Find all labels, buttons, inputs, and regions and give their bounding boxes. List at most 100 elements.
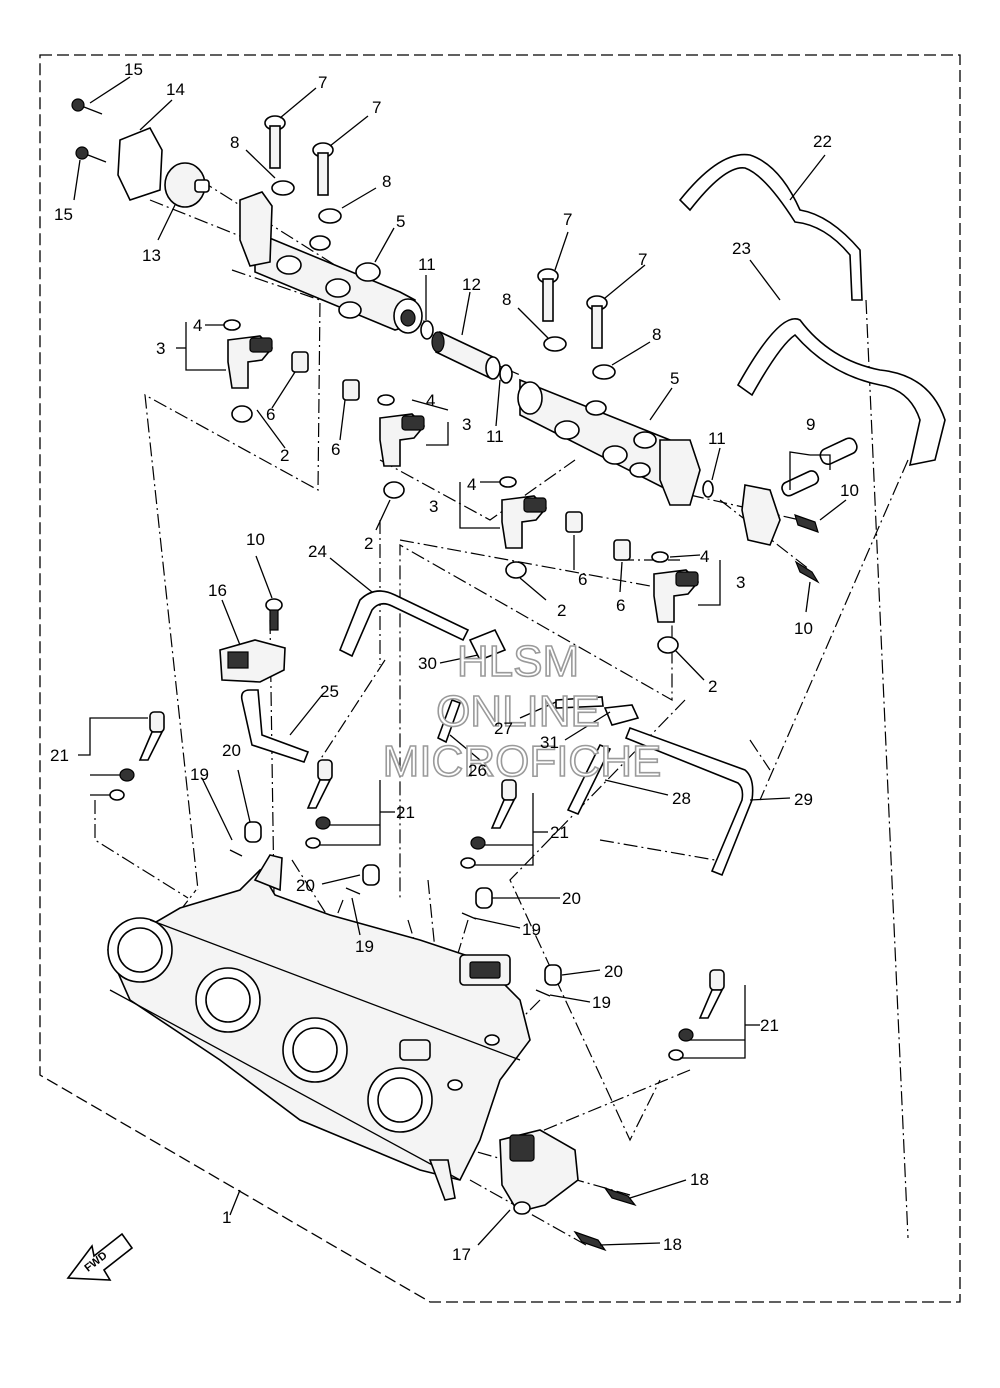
fuel-injector-3d[interactable]: [653, 569, 700, 623]
callout-3: 3: [462, 415, 471, 434]
fitting-31[interactable]: [603, 704, 640, 726]
seal-2d[interactable]: [657, 636, 679, 654]
screw-set-21c[interactable]: [460, 779, 517, 869]
callout-24: 24: [308, 542, 327, 561]
spacer-6b[interactable]: [342, 379, 360, 401]
callout-17: 17: [452, 1245, 471, 1264]
bolt-7c[interactable]: [537, 268, 559, 322]
callout-5: 5: [396, 212, 405, 231]
o-ring-4d[interactable]: [651, 551, 669, 563]
fuel-injector-3b[interactable]: [379, 413, 426, 467]
callout-7: 7: [563, 210, 572, 229]
callout-2: 2: [364, 534, 373, 553]
throttle-body-assembly[interactable]: [106, 854, 531, 1201]
callout-12: 12: [462, 275, 481, 294]
clip-19a[interactable]: [229, 849, 243, 857]
callout-31: 31: [540, 733, 559, 752]
spacer-6a[interactable]: [291, 351, 309, 373]
sensor-17[interactable]: [499, 1129, 579, 1215]
callout-26: 26: [468, 761, 487, 780]
fuel-rail-right[interactable]: [517, 378, 701, 506]
hose-27[interactable]: [555, 696, 604, 709]
hose-23[interactable]: [736, 318, 946, 467]
callout-8: 8: [652, 325, 661, 344]
o-ring-4b[interactable]: [377, 394, 395, 406]
callout-21: 21: [760, 1016, 779, 1035]
o-ring-4c[interactable]: [499, 476, 517, 488]
callout-18: 18: [690, 1170, 709, 1189]
clip-19b[interactable]: [345, 887, 361, 895]
fuel-rail-left[interactable]: [239, 191, 423, 334]
callout-6: 6: [578, 570, 587, 589]
fuel-injector-3c[interactable]: [501, 495, 548, 549]
collar-8d[interactable]: [592, 364, 616, 380]
clip-19c[interactable]: [461, 912, 477, 920]
screw-18b[interactable]: [573, 1230, 607, 1252]
callout-3: 3: [736, 573, 745, 592]
hose-29[interactable]: [624, 726, 754, 877]
cap-20a[interactable]: [244, 821, 262, 843]
pressure-regulator[interactable]: [164, 162, 210, 208]
spacer-6d[interactable]: [613, 539, 631, 561]
callout-11: 11: [418, 255, 436, 274]
collar-8a[interactable]: [271, 180, 295, 196]
callout-8: 8: [502, 290, 511, 309]
screw-set-21a[interactable]: [109, 711, 165, 801]
bolt-7d[interactable]: [586, 295, 608, 349]
cap-20b[interactable]: [362, 864, 380, 886]
seal-2c[interactable]: [505, 561, 527, 579]
gasket-14[interactable]: [117, 126, 163, 201]
collar-8c[interactable]: [543, 336, 567, 352]
bolt-7a[interactable]: [264, 115, 286, 169]
fuel-rail-joint-pipe[interactable]: [431, 330, 501, 380]
o-ring-11a[interactable]: [420, 320, 434, 340]
fitting-30[interactable]: [468, 628, 507, 662]
callout-6: 6: [266, 405, 275, 424]
cap-20c[interactable]: [475, 887, 493, 909]
callout-22: 22: [813, 132, 832, 151]
screw-set-21b[interactable]: [305, 759, 333, 849]
bolt-7b[interactable]: [312, 142, 334, 196]
callout-20: 20: [562, 889, 581, 908]
bolt-10b[interactable]: [794, 560, 820, 584]
fuel-injector-3a[interactable]: [227, 335, 274, 389]
hose-28[interactable]: [566, 743, 612, 816]
o-ring-4a[interactable]: [223, 319, 241, 331]
callout-10: 10: [840, 481, 859, 500]
seal-2a[interactable]: [231, 405, 253, 423]
callout-27: 27: [494, 719, 513, 738]
callout-2: 2: [557, 601, 566, 620]
screw-18a[interactable]: [603, 1186, 637, 1207]
callout-4: 4: [426, 391, 435, 410]
clip-19d[interactable]: [535, 989, 551, 997]
callout-11: 11: [708, 429, 726, 448]
callout-21: 21: [50, 746, 69, 765]
o-ring-11c[interactable]: [702, 480, 714, 498]
sensor-16[interactable]: [219, 639, 286, 683]
cap-20d[interactable]: [544, 964, 562, 986]
seal-2b[interactable]: [383, 481, 405, 499]
collar-8b[interactable]: [318, 208, 342, 224]
o-ring-11b[interactable]: [499, 364, 513, 384]
callout-2: 2: [280, 446, 289, 465]
hose-joint-9[interactable]: [741, 436, 859, 546]
callout-10: 10: [794, 619, 813, 638]
spacer-6c[interactable]: [565, 511, 583, 533]
hose-24[interactable]: [338, 590, 470, 658]
bolt-10c[interactable]: [265, 598, 283, 631]
screw-15b[interactable]: [75, 146, 107, 163]
callout-4: 4: [467, 475, 476, 494]
hose-26[interactable]: [437, 698, 462, 744]
callout-9: 9: [806, 415, 815, 434]
hose-25[interactable]: [240, 689, 310, 763]
hose-22[interactable]: [678, 153, 863, 301]
callout-11: 11: [486, 427, 504, 446]
screw-set-21d[interactable]: [668, 969, 725, 1061]
callout-4: 4: [193, 316, 202, 335]
callout-13: 13: [142, 246, 161, 265]
callout-20: 20: [222, 741, 241, 760]
bolt-10a[interactable]: [794, 514, 819, 533]
screw-15a[interactable]: [71, 98, 103, 115]
callout-21: 21: [550, 823, 569, 842]
